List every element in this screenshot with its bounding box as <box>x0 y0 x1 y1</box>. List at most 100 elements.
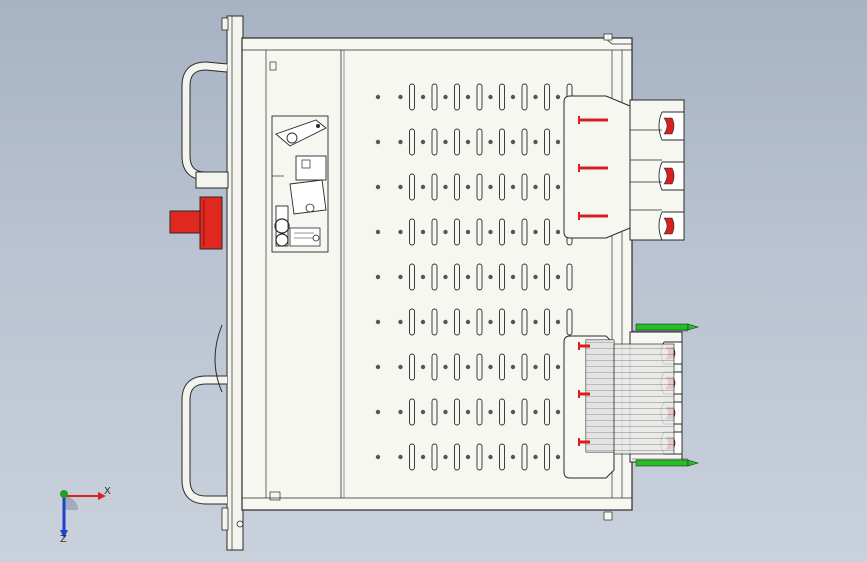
vent-dot <box>443 409 448 415</box>
vent-dot <box>420 184 426 190</box>
vent-dot <box>488 319 493 325</box>
vent-dot <box>555 229 561 235</box>
vent-slot <box>454 173 460 201</box>
vent-dot <box>420 139 426 145</box>
vent-slot <box>476 308 483 336</box>
vent-dot <box>375 319 381 325</box>
vent-dot <box>420 274 426 280</box>
vent-slot <box>521 173 528 201</box>
vent-dot <box>510 409 516 415</box>
vent-slot <box>544 353 550 381</box>
vent-dot <box>420 319 426 325</box>
vent-slot <box>544 308 550 336</box>
lower-handle[interactable] <box>181 324 227 505</box>
vent-slot <box>476 83 483 111</box>
vent-slot <box>409 173 415 201</box>
vent-dot <box>465 319 471 325</box>
vent-slot <box>476 353 483 381</box>
vent-slot <box>431 173 438 201</box>
green-terminal[interactable] <box>635 459 689 467</box>
vent-dot <box>555 139 561 145</box>
vent-dot <box>465 274 471 280</box>
vent-slot <box>409 263 415 291</box>
vent-dot <box>443 229 448 235</box>
vent-slot <box>409 398 415 426</box>
vent-slot <box>544 443 550 471</box>
axis-z-label: Z <box>60 534 67 545</box>
vent-slot <box>544 173 550 201</box>
vent-dot <box>465 139 471 145</box>
vent-dot <box>398 94 403 100</box>
vent-dot <box>398 274 403 280</box>
vent-dot <box>465 409 471 415</box>
vent-slot <box>431 263 438 291</box>
vent-dot <box>443 184 448 190</box>
vent-slot <box>566 263 573 291</box>
top-connector <box>563 95 685 241</box>
vent-dot <box>375 94 381 100</box>
vent-slot <box>431 83 438 111</box>
red-pin <box>578 118 608 122</box>
vent-slot <box>521 83 528 111</box>
latch-mechanism[interactable] <box>271 115 329 253</box>
vent-dot <box>488 94 493 100</box>
vent-dot <box>375 229 381 235</box>
vent-dot <box>510 319 516 325</box>
vent-dot <box>420 454 426 460</box>
vent-dot <box>398 364 403 370</box>
vent-dot <box>398 454 403 460</box>
vent-dot <box>443 319 448 325</box>
vent-dot <box>398 409 403 415</box>
vent-dot <box>375 274 381 280</box>
red-pin <box>578 344 590 348</box>
axis-x-label: X <box>104 486 111 497</box>
vent-dot <box>533 274 538 280</box>
vent-slot <box>476 128 483 156</box>
vent-slot <box>476 443 483 471</box>
vent-dot <box>510 139 516 145</box>
vent-dot <box>375 364 381 370</box>
vent-slot <box>499 128 505 156</box>
vent-slot <box>454 263 460 291</box>
red-pin <box>578 440 590 444</box>
vent-slot <box>521 398 528 426</box>
vent-dot <box>465 229 471 235</box>
vent-dot <box>443 454 448 460</box>
vent-slot <box>499 308 505 336</box>
vent-dot <box>488 184 493 190</box>
vent-dot <box>443 139 448 145</box>
upper-handle[interactable] <box>181 61 229 189</box>
vent-slot <box>409 218 415 246</box>
vent-dot <box>420 94 426 100</box>
vent-dot <box>555 274 561 280</box>
green-terminal[interactable] <box>635 323 689 331</box>
vent-slot <box>521 353 528 381</box>
vent-dot <box>398 229 403 235</box>
vent-dot <box>398 139 403 145</box>
vent-slot <box>454 83 460 111</box>
vent-dot <box>465 184 471 190</box>
vent-dot <box>443 274 448 280</box>
vent-dot <box>555 184 561 190</box>
vent-dot <box>398 319 403 325</box>
vent-dot <box>488 139 493 145</box>
front-plate <box>221 15 244 551</box>
vent-slot <box>544 398 550 426</box>
vent-dot <box>375 139 381 145</box>
red-pin <box>578 214 608 218</box>
vent-slot <box>521 308 528 336</box>
vent-dot <box>488 229 493 235</box>
red-pin <box>578 166 608 170</box>
vent-grid <box>375 83 573 471</box>
green-terminals[interactable] <box>632 323 700 467</box>
vent-slot <box>454 398 460 426</box>
vent-dot <box>533 94 538 100</box>
vent-slot <box>499 263 505 291</box>
triad-icon <box>60 490 106 538</box>
breaker-knob[interactable] <box>169 196 223 250</box>
vent-slot <box>544 218 550 246</box>
vent-slot <box>431 398 438 426</box>
vent-slot <box>566 308 573 336</box>
